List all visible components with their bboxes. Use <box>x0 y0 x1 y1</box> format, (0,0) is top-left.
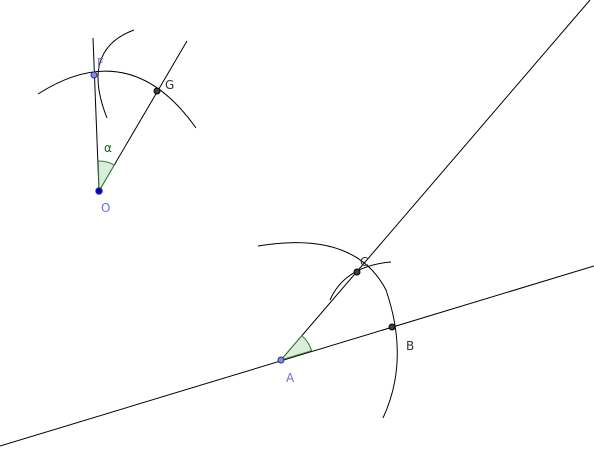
ray-AC[interactable] <box>280 0 591 361</box>
arc-G-center[interactable] <box>97 29 135 119</box>
line-AB[interactable] <box>0 265 594 447</box>
label-B: B <box>406 339 414 353</box>
arc-O-center[interactable] <box>37 70 197 129</box>
arc-B-center[interactable] <box>329 261 392 301</box>
angle-alpha-label: α <box>104 141 112 155</box>
point-O[interactable] <box>95 187 103 195</box>
point-A[interactable] <box>277 356 285 364</box>
label-O: O <box>101 201 110 215</box>
point-B[interactable] <box>388 323 396 331</box>
angle-A-sector <box>279 334 313 361</box>
point-C[interactable] <box>353 268 361 276</box>
label-A: A <box>286 371 295 385</box>
point-G[interactable] <box>153 87 161 95</box>
label-G: G <box>165 78 174 92</box>
label-C: C <box>360 255 368 269</box>
point-F[interactable] <box>90 71 98 79</box>
arc-A-center[interactable] <box>257 242 398 419</box>
angle-alpha-sector <box>97 160 115 193</box>
label-F: F <box>97 56 104 70</box>
